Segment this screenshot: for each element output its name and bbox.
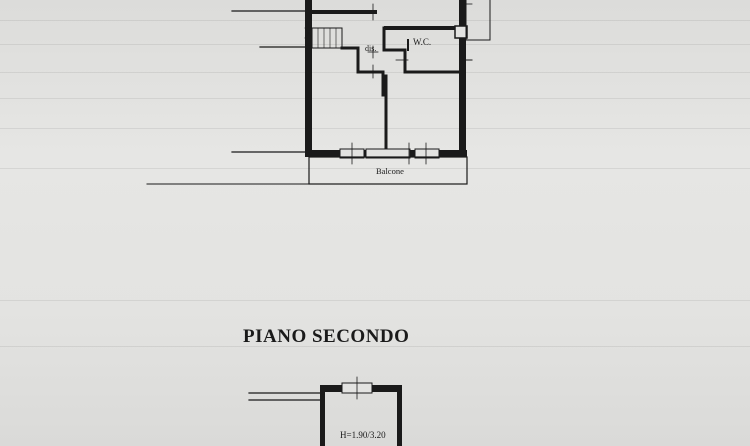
wall-segment [305,10,377,14]
room-label-wc: W.C. [413,37,432,47]
column [454,25,468,39]
window-opening [414,148,440,159]
ghost-table-line [0,300,750,301]
floor-title: PIANO SECONDO [243,326,410,347]
internal-wall [382,26,464,74]
ghost-table-line [0,128,750,129]
ghost-table-line [0,44,750,45]
outer-wall-right [397,385,402,446]
ghost-table-line [0,20,750,21]
ghost-table-line [0,168,750,169]
balcony-outline [308,156,468,185]
ghost-table-line [0,346,750,347]
outer-wall-right [459,0,466,157]
outer-wall-left [320,385,325,446]
wall-segment [384,26,464,30]
ghost-table-line [0,98,750,99]
internal-wall [340,46,385,97]
external-outline [465,0,491,41]
outer-wall-left [305,0,312,157]
door-opening [365,148,411,159]
room-label-balcony: Balcone [376,166,404,176]
height-label: H=1.90/3.20 [340,430,386,440]
staircase [311,27,343,49]
room-label-disimpegno: dis. [365,44,377,53]
